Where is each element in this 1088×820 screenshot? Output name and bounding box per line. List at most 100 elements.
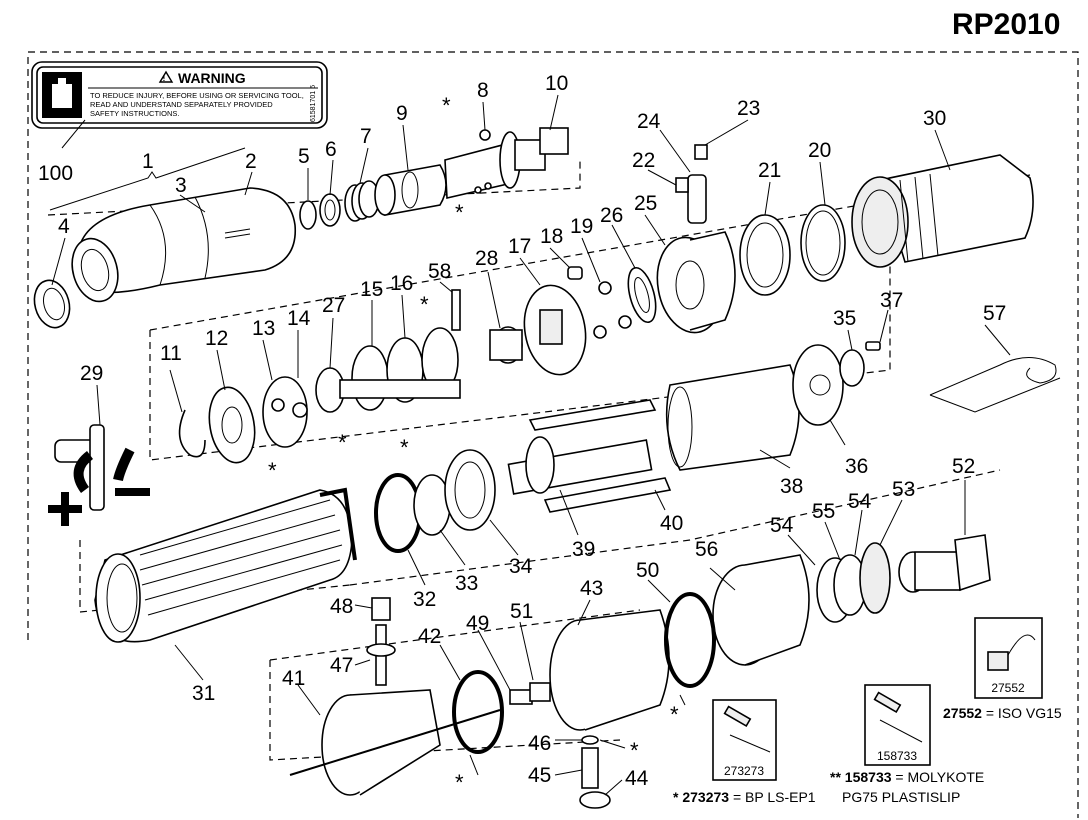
callout-45: 45 [528,764,551,787]
part-31-grip [94,487,357,643]
part-58-pin [451,289,461,331]
star-marker: * [338,430,347,455]
kit-label-158733: 158733 [877,749,917,763]
callout-24: 24 [637,110,661,133]
part-39-rotor [507,436,653,495]
part-34-bearing [444,449,496,531]
leader-lines [49,94,1011,796]
callout-49: 49 [466,612,489,635]
lubrication-markers: * * * * * * * * * [268,93,679,795]
star-marker: * [420,292,429,317]
parts-47-48-valve [366,597,396,686]
part-43-handle [549,609,670,731]
callout-54-left: 54 [770,514,794,537]
callout-47: 47 [330,654,353,677]
part-30-end-cap [851,154,1034,268]
callout-10: 10 [545,72,568,95]
callout-58: 58 [428,260,451,283]
callout-36: 36 [845,455,868,478]
callout-8: 8 [477,79,489,102]
callout-5: 5 [298,145,310,168]
part-25-cylinder [656,231,736,334]
callout-54-right: 54 [848,490,872,513]
parts-35-37-bearing-pin [839,341,881,387]
callout-56: 56 [695,538,718,561]
callout-7: 7 [360,125,372,148]
callout-41: 41 [282,667,305,690]
callout-37: 37 [880,289,903,312]
parts-13-14-carrier [262,376,308,448]
note-plastislip: PG75 PLASTISLIP [842,789,960,805]
part-28-coupler [489,326,523,364]
parts-18-19-balls [567,266,632,339]
star-marker: * [630,738,639,763]
callout-14: 14 [287,307,311,330]
part-41-housing [289,689,501,796]
callout-42: 42 [418,625,441,648]
callout-100: 100 [38,162,73,185]
part-21-sleeve [739,214,791,296]
warning-label: ! WARNING TO REDUCE INJURY, BEFORE USING… [31,61,328,129]
model-title: RP2010 [952,8,1060,41]
callout-31: 31 [192,682,215,705]
callout-40: 40 [660,512,683,535]
part-20-snap-ring [800,204,846,282]
parts-54-55-rings [816,554,867,623]
part-29-reverse-lever [54,424,135,511]
callout-21: 21 [758,159,781,182]
callout-25: 25 [634,192,657,215]
warning-heading: WARNING [178,70,246,86]
callout-20: 20 [808,139,831,162]
parts-5-7-rings [299,180,380,230]
part-32-oring [374,473,422,553]
star-marker: * [442,93,451,118]
svg-text:!: ! [163,74,166,83]
lube-kit-273273: 273273 [712,699,777,781]
housing-assembly [71,187,297,303]
part-callouts: 1 2 3 4 5 6 7 8 9 10 11 12 13 14 15 16 1… [38,72,1006,790]
callout-52: 52 [952,455,975,478]
callout-28: 28 [475,247,498,270]
callout-4: 4 [58,215,70,238]
callout-32: 32 [413,588,436,611]
rotation-symbols [48,488,150,526]
warning-line-2: READ AND UNDERSTAND SEPARATELY PROVIDED [90,100,273,109]
part-38-cylinder [665,364,800,471]
parts-44-46-throttle [579,735,611,809]
star-marker: * [400,435,409,460]
star-marker: * [455,200,464,225]
part-52-inlet [898,534,991,593]
note-bp: * 273273 = BP LS-EP1 [673,789,816,805]
callout-35: 35 [833,307,856,330]
callout-29: 29 [80,362,103,385]
callout-6: 6 [325,138,337,161]
star-marker: * [670,702,679,727]
callout-27: 27 [322,294,345,317]
part-50-oring [664,592,716,688]
callout-12: 12 [205,327,228,350]
part-12-gear [208,386,256,464]
warning-line-3: SAFETY INSTRUCTIONS. [90,109,179,118]
part-36-end-plate [792,344,844,426]
callout-19: 19 [570,215,593,238]
callout-11: 11 [160,342,182,365]
callout-53: 53 [892,478,915,501]
lube-kit-27552: 27552 [974,617,1043,699]
callout-1: 1 [142,150,154,173]
star-marker: * [455,770,464,795]
part-11-snap-ring [178,409,206,458]
lube-kit-158733: 158733 [864,684,931,766]
callout-51: 51 [510,600,533,623]
lubricant-notes: 27552 = ISO VG15 ** 158733 = MOLYKOTE PG… [673,705,1062,805]
part-40-vanes [528,399,672,513]
callout-43: 43 [580,577,603,600]
callout-23: 23 [737,97,760,120]
note-iso: 27552 = ISO VG15 [943,705,1062,721]
callout-33: 33 [455,572,478,595]
part-56-cap [712,554,810,666]
warning-line-1: TO REDUCE INJURY, BEFORE USING OR SERVIC… [90,91,304,100]
part-42-oring [452,670,504,754]
callout-55: 55 [812,500,835,523]
callout-46: 46 [528,732,551,755]
part-57-wrench [929,357,1061,413]
